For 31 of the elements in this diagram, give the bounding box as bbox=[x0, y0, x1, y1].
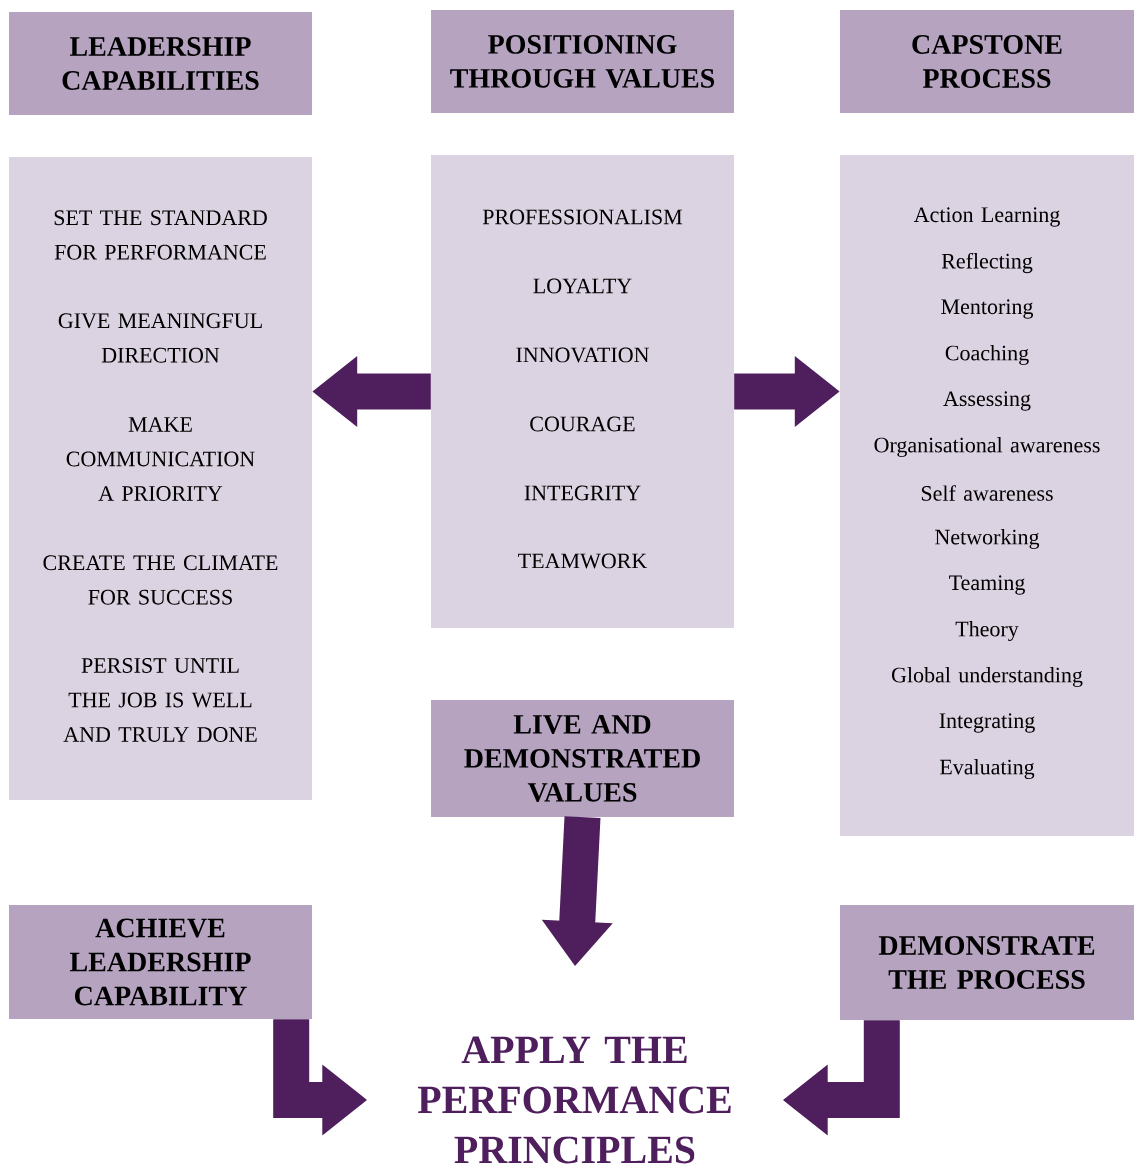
list-item: INNOVATION bbox=[516, 347, 649, 363]
header-box: ACHIEVE LEADERSHIP CAPABILITY bbox=[9, 905, 312, 1019]
header-box: CAPSTONE PROCESS bbox=[840, 10, 1134, 113]
header-box: LIVE AND DEMONSTRATED VALUES bbox=[431, 700, 734, 817]
list-item: Mentoring bbox=[941, 299, 1034, 319]
list-item: PROFESSIONALISM bbox=[482, 209, 683, 225]
header-box: LEADERSHIP CAPABILITIES bbox=[9, 12, 312, 115]
list-item: Theory bbox=[955, 621, 1019, 641]
list-item: INTEGRITY bbox=[524, 485, 641, 501]
list-item: Global understanding bbox=[892, 667, 1083, 687]
list-item: Action Learning bbox=[913, 207, 1060, 227]
header-box: DEMONSTRATE THE PROCESS bbox=[840, 905, 1134, 1020]
title-text: APPLY THE PERFORMANCE PRINCIPLES bbox=[417, 1036, 731, 1164]
list-item: COURAGE bbox=[530, 416, 635, 432]
list-item: GIVE MEANINGFUL DIRECTION bbox=[58, 313, 262, 363]
header-box: POSITIONING THROUGH VALUES bbox=[431, 10, 734, 113]
list-item: Reflecting bbox=[941, 252, 1033, 274]
list-item: Evaluating bbox=[940, 759, 1035, 779]
list-item: Assessing bbox=[943, 391, 1031, 411]
list-item: Integrating bbox=[939, 713, 1035, 733]
list-item: SET THE STANDARD FOR PERFORMANCE bbox=[54, 210, 267, 260]
list-item: Self awareness bbox=[921, 485, 1053, 501]
list-item: Teaming bbox=[949, 575, 1025, 595]
list-item: Networking bbox=[935, 529, 1040, 549]
list-item: LOYALTY bbox=[533, 278, 632, 294]
list-item: Organisational awareness bbox=[874, 437, 1100, 457]
list-item: Coaching bbox=[945, 345, 1029, 365]
list-item: TEAMWORK bbox=[518, 553, 648, 569]
list-item: MAKE COMMUNICATION A PRIORITY bbox=[66, 417, 255, 501]
list-item: CREATE THE CLIMATE FOR SUCCESS bbox=[43, 555, 278, 605]
list-item: PERSIST UNTIL THE JOB IS WELL AND TRULY DONE bbox=[63, 658, 257, 742]
